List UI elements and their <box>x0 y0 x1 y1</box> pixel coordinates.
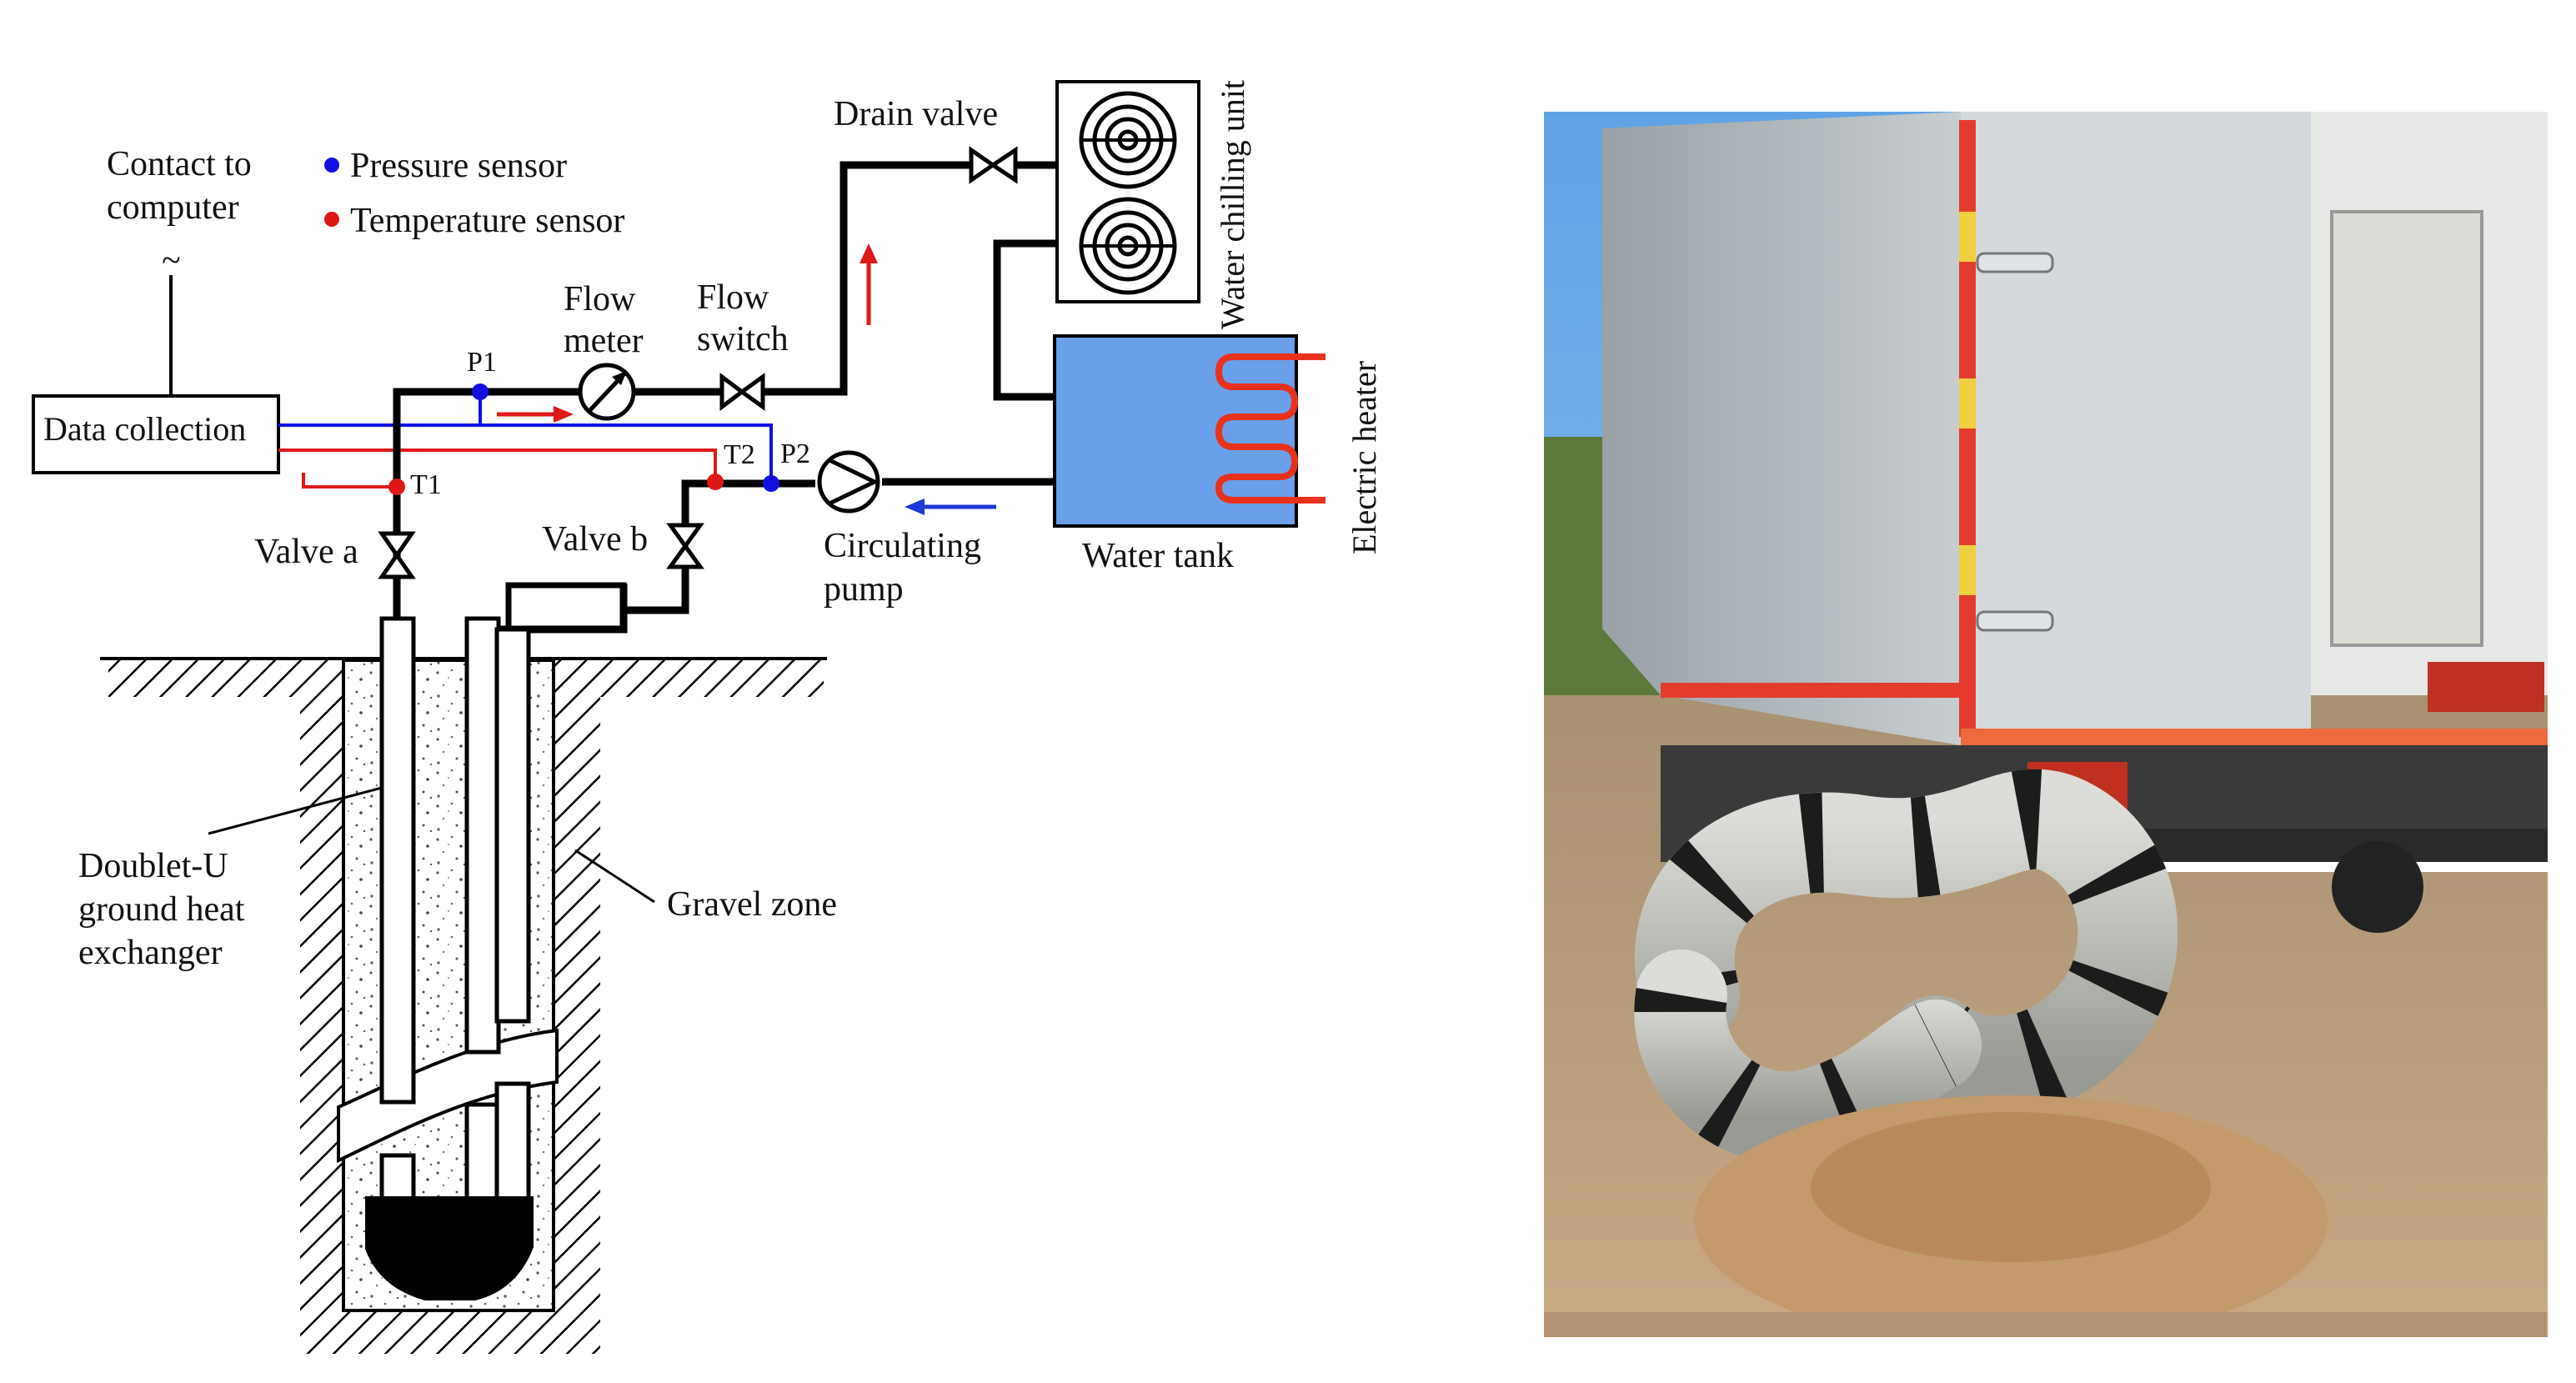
legend: Pressure sensor Temperature sensor <box>324 147 624 240</box>
flow-switch-label-2: switch <box>697 320 789 358</box>
valve-a-label: Valve a <box>254 533 358 571</box>
gravel-leader <box>574 849 655 904</box>
water-chilling-unit <box>1055 80 1200 303</box>
circulating-pump-label-2: pump <box>824 570 904 609</box>
u-tube-bottom <box>365 1196 534 1300</box>
valve-b-icon <box>666 523 704 569</box>
p1-pressure-sensor <box>472 383 489 400</box>
drain-valve-label: Drain valve <box>834 95 998 133</box>
gravel-zone-label: Gravel zone <box>667 885 837 924</box>
water-tank <box>1053 334 1298 528</box>
pressure-signal-wire <box>278 423 773 484</box>
svg-text:Pressure sensor: Pressure sensor <box>350 147 567 185</box>
valve-a-icon <box>378 531 416 579</box>
circulating-pump-icon <box>817 450 880 514</box>
electric-heater-label: Electric heater <box>1346 361 1383 554</box>
svg-text:computer: computer <box>107 188 239 227</box>
valve-b-label: Valve b <box>542 520 648 559</box>
svg-text:Contact to: Contact to <box>107 145 252 183</box>
svg-text:~: ~ <box>162 242 181 280</box>
svg-text:Temperature sensor: Temperature sensor <box>350 202 624 240</box>
pressure-sensor-legend-icon <box>324 158 339 173</box>
doublet-label-3: exchanger <box>78 934 223 972</box>
flow-meter-label: Flow <box>564 280 636 318</box>
water-tank-label: Water tank <box>1082 537 1234 575</box>
doublet-leader <box>208 786 383 835</box>
flow-switch-icon <box>719 373 765 411</box>
flow-switch-label: Flow <box>697 278 769 317</box>
contact-to-computer-label: Contact to computer ~ <box>107 145 252 280</box>
water-chilling-unit-label: Water chilling unit <box>1214 80 1251 329</box>
temperature-signal-wire <box>278 448 717 482</box>
p1-label: P1 <box>467 347 497 378</box>
doublet-u-heat-exchanger <box>379 616 531 1210</box>
temperature-sensor-legend-icon <box>324 212 339 227</box>
circulating-pump-label: Circulating <box>824 527 981 565</box>
return-loop-connector <box>505 582 627 632</box>
t2-label: T2 <box>724 439 755 470</box>
p2-pressure-sensor <box>763 475 779 492</box>
doublet-label-2: ground heat <box>78 890 245 929</box>
electric-heater-coil <box>1215 353 1326 504</box>
field-photo <box>1544 112 2548 1337</box>
test-rig-schematic: Contact to computer ~ Pressure sensor Te… <box>32 80 1383 1354</box>
t1-label: T1 <box>410 469 442 500</box>
drain-valve-icon <box>969 146 1018 184</box>
data-collection-label: Data collection <box>43 410 246 448</box>
data-collection-box <box>32 394 280 474</box>
t1-signal-wire <box>302 473 397 489</box>
t2-temperature-sensor <box>707 474 724 490</box>
flow-meter-label-2: meter <box>564 322 644 360</box>
doublet-label: Doublet-U <box>78 847 228 885</box>
p2-label: P2 <box>780 438 810 469</box>
t1-temperature-sensor <box>388 479 405 495</box>
flow-meter-icon <box>578 363 636 421</box>
